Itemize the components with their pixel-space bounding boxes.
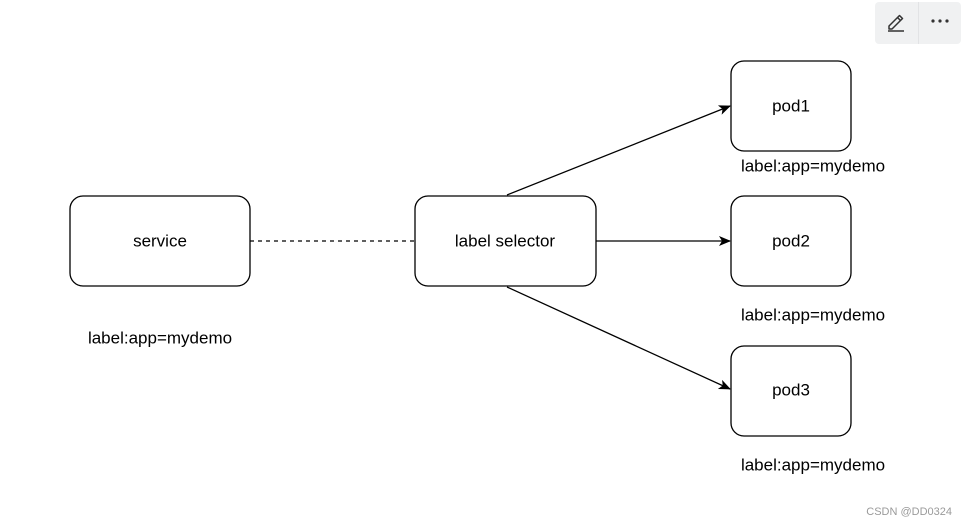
watermark: CSDN @DD0324	[866, 506, 952, 518]
service-node-label: service	[133, 232, 187, 251]
pod1-node-label: pod1	[772, 97, 810, 116]
service-node: service	[69, 195, 251, 287]
pod2-node-label: pod2	[772, 232, 810, 251]
arrow-selector-pod3	[506, 286, 731, 390]
service-app-label: label:app=mydemo	[88, 329, 232, 348]
more-options-button[interactable]	[917, 2, 962, 44]
more-horizontal-icon	[929, 10, 951, 37]
pod3-app-label: label:app=mydemo	[741, 456, 885, 475]
pod1-node: pod1	[730, 60, 852, 152]
pod2-node: pod2	[730, 195, 852, 287]
diagram-toolbar	[875, 2, 961, 44]
edit-button[interactable]	[875, 2, 918, 44]
pod1-app-label: label:app=mydemo	[741, 157, 885, 176]
arrow-selector-pod1	[506, 105, 731, 196]
pod2-app-label: label:app=mydemo	[741, 306, 885, 325]
label-selector-node-label: label selector	[455, 232, 556, 251]
pod3-node: pod3	[730, 345, 852, 437]
pencil-icon	[885, 10, 907, 37]
label-selector-node: label selector	[414, 195, 597, 287]
pod3-node-label: pod3	[772, 381, 810, 400]
